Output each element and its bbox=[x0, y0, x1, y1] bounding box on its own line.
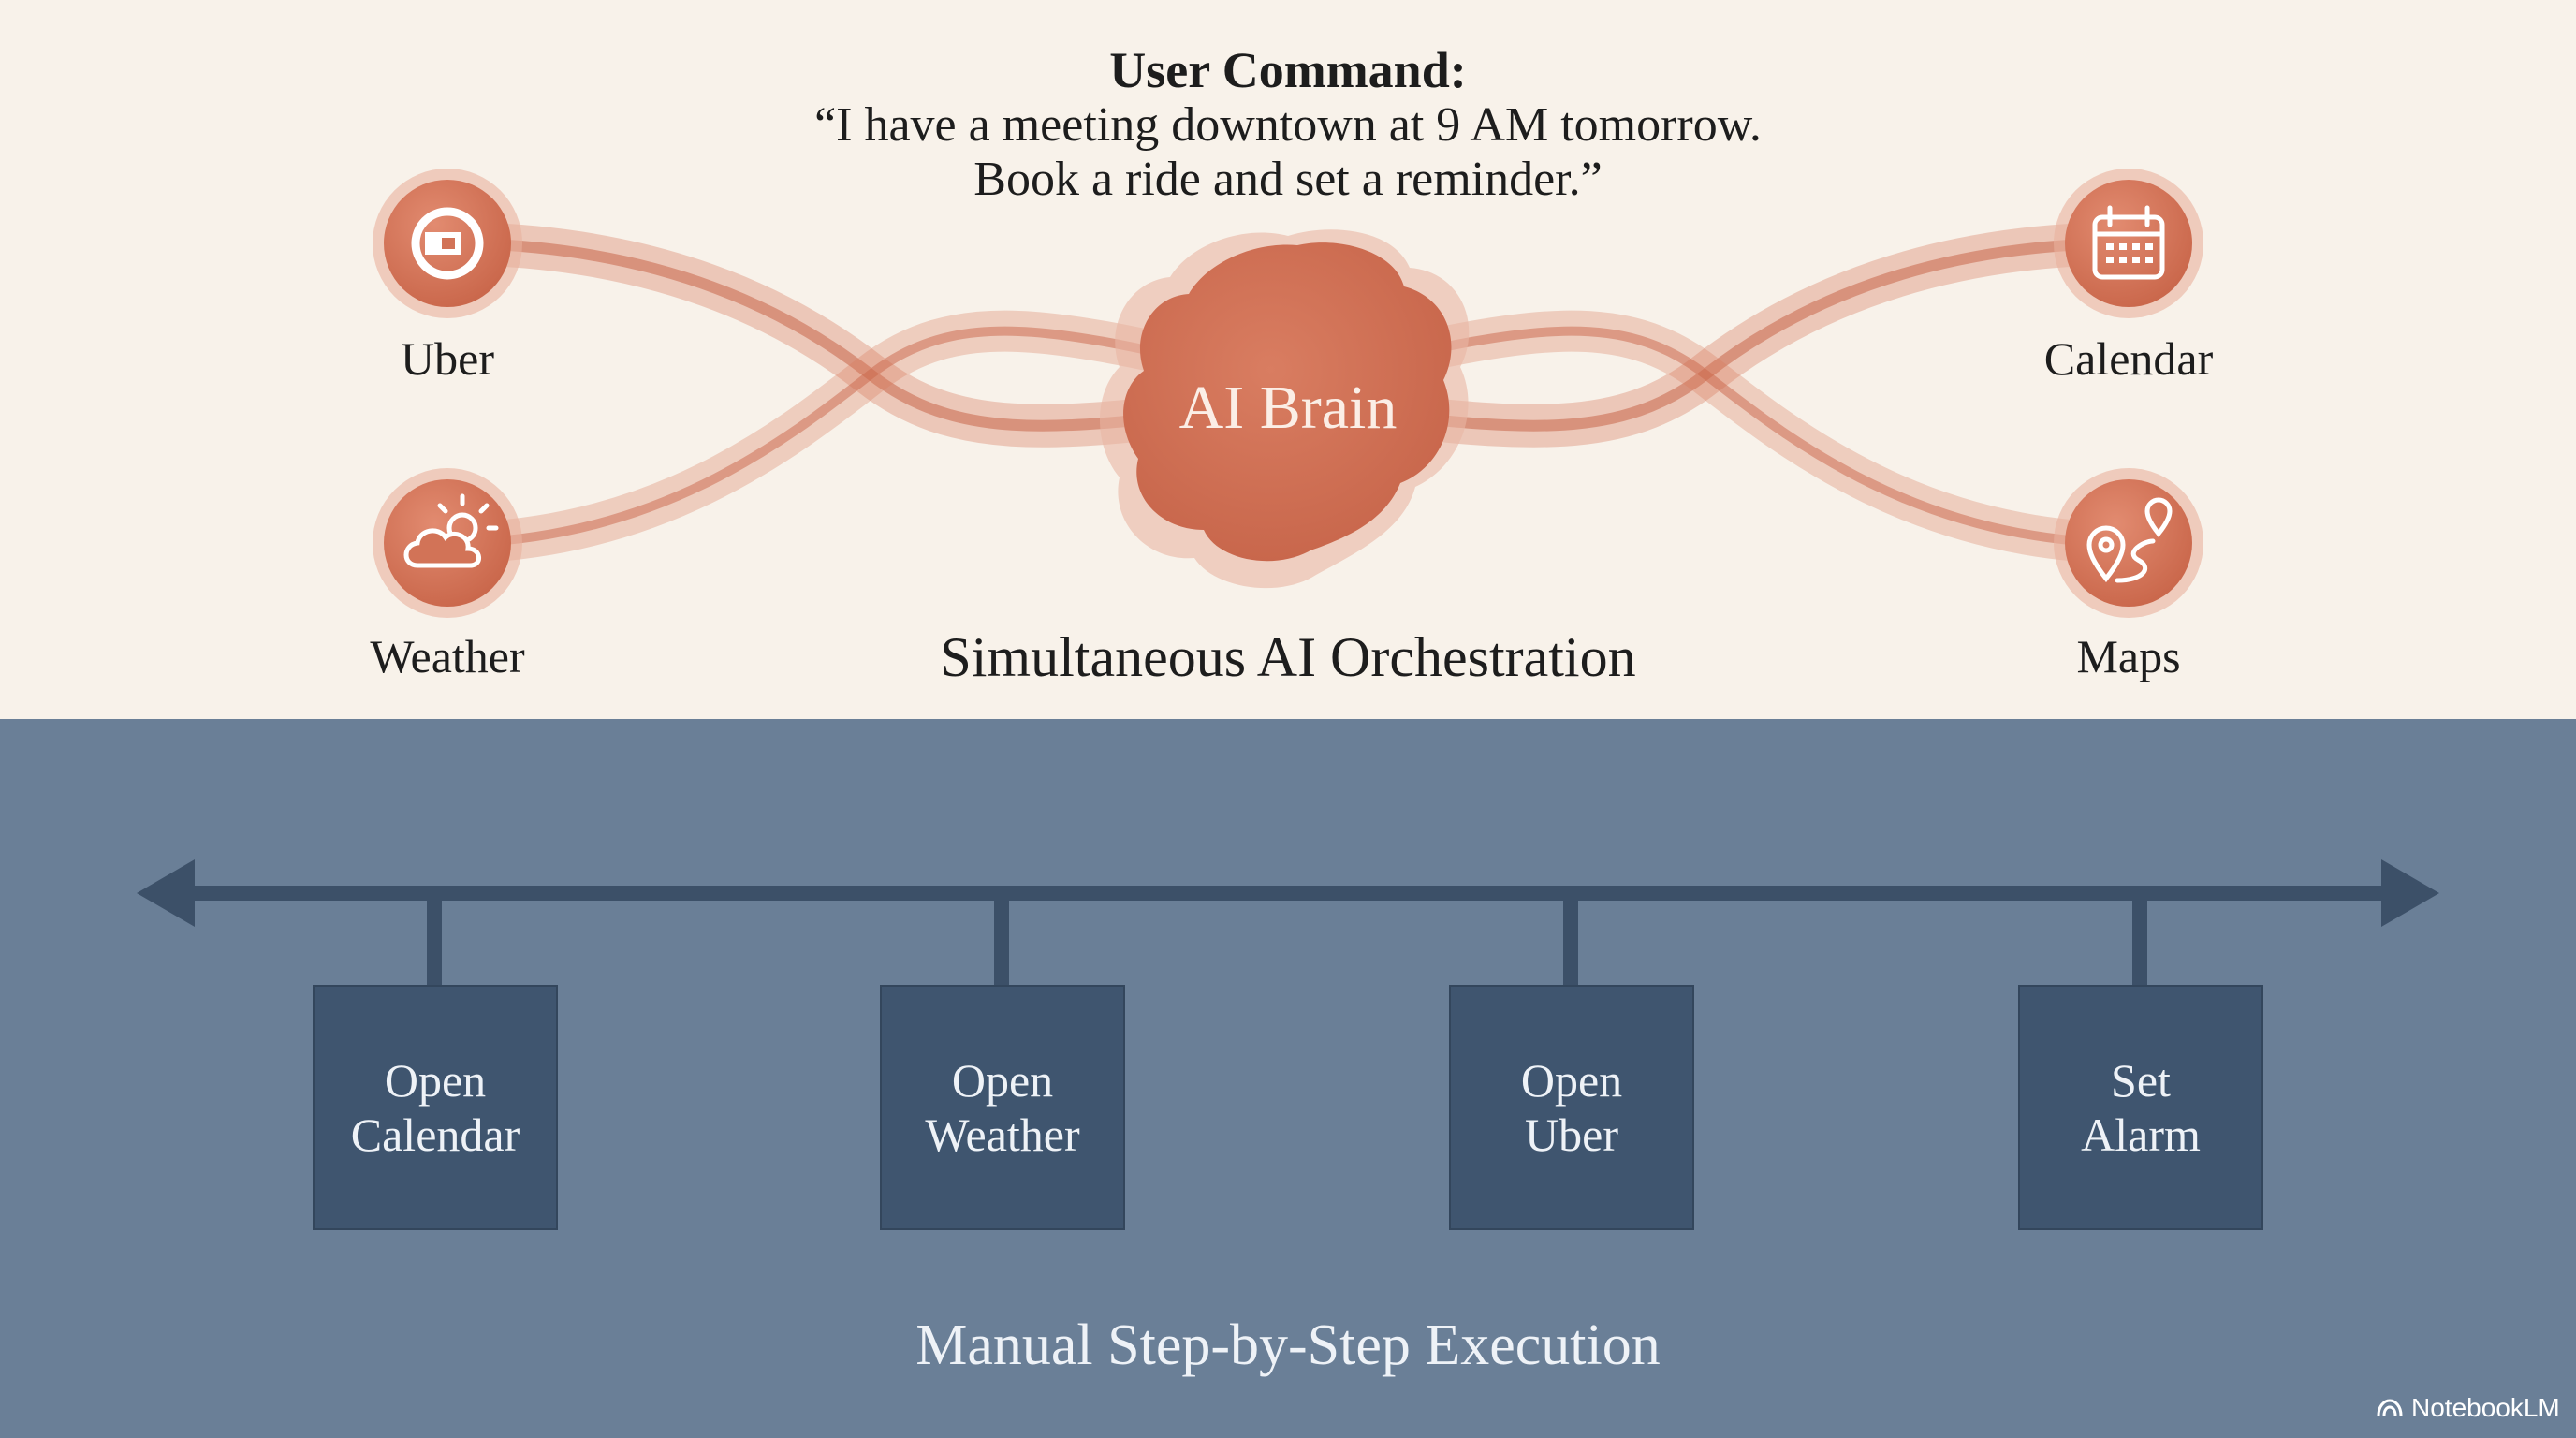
calendar-node bbox=[2054, 169, 2203, 318]
orchestration-caption: Simultaneous AI Orchestration bbox=[940, 626, 1636, 688]
notebooklm-watermark: NotebookLM bbox=[2376, 1393, 2560, 1423]
step-box-open-calendar: Open Calendar bbox=[313, 985, 558, 1230]
app-label-maps: Maps bbox=[2076, 630, 2181, 682]
step-line-1: Set bbox=[2111, 1054, 2171, 1107]
app-label-uber: Uber bbox=[401, 332, 494, 385]
uber-icon bbox=[411, 207, 484, 280]
calendar-icon bbox=[2092, 205, 2165, 280]
ai-brain-label: AI Brain bbox=[1178, 374, 1398, 442]
user-command-line-2: Book a ride and set a reminder.” bbox=[973, 153, 1603, 206]
app-label-calendar: Calendar bbox=[2043, 332, 2214, 385]
weather-icon bbox=[403, 493, 499, 568]
app-label-weather: Weather bbox=[370, 630, 525, 682]
step-box-open-weather: Open Weather bbox=[880, 985, 1125, 1230]
step-line-1: Open bbox=[1520, 1054, 1623, 1107]
step-box-open-uber: Open Uber bbox=[1449, 985, 1694, 1230]
timeline-arrow-left bbox=[137, 859, 195, 927]
maps-node bbox=[2054, 468, 2203, 618]
maps-icon bbox=[2086, 497, 2173, 583]
step-line-2: Weather bbox=[925, 1108, 1080, 1161]
ai-brain-node bbox=[1100, 229, 1470, 589]
user-command-line-1: “I have a meeting downtown at 9 AM tomor… bbox=[814, 98, 1762, 152]
connection-ribbons bbox=[426, 222, 2150, 564]
timeline-arrow-right bbox=[2381, 859, 2439, 927]
step-line-2: Alarm bbox=[2081, 1108, 2201, 1161]
step-box-set-alarm: Set Alarm bbox=[2018, 985, 2263, 1230]
step-line-1: Open bbox=[951, 1054, 1054, 1107]
step-line-1: Open bbox=[384, 1054, 487, 1107]
brand-label: NotebookLM bbox=[2411, 1393, 2560, 1422]
step-line-2: Calendar bbox=[350, 1108, 520, 1161]
step-line-2: Uber bbox=[1525, 1108, 1618, 1161]
manual-caption: Manual Step-by-Step Execution bbox=[915, 1313, 1661, 1377]
timeline bbox=[137, 859, 2439, 987]
notebooklm-logo-icon bbox=[2377, 1399, 2403, 1416]
user-command-title: User Command: bbox=[1109, 42, 1467, 98]
